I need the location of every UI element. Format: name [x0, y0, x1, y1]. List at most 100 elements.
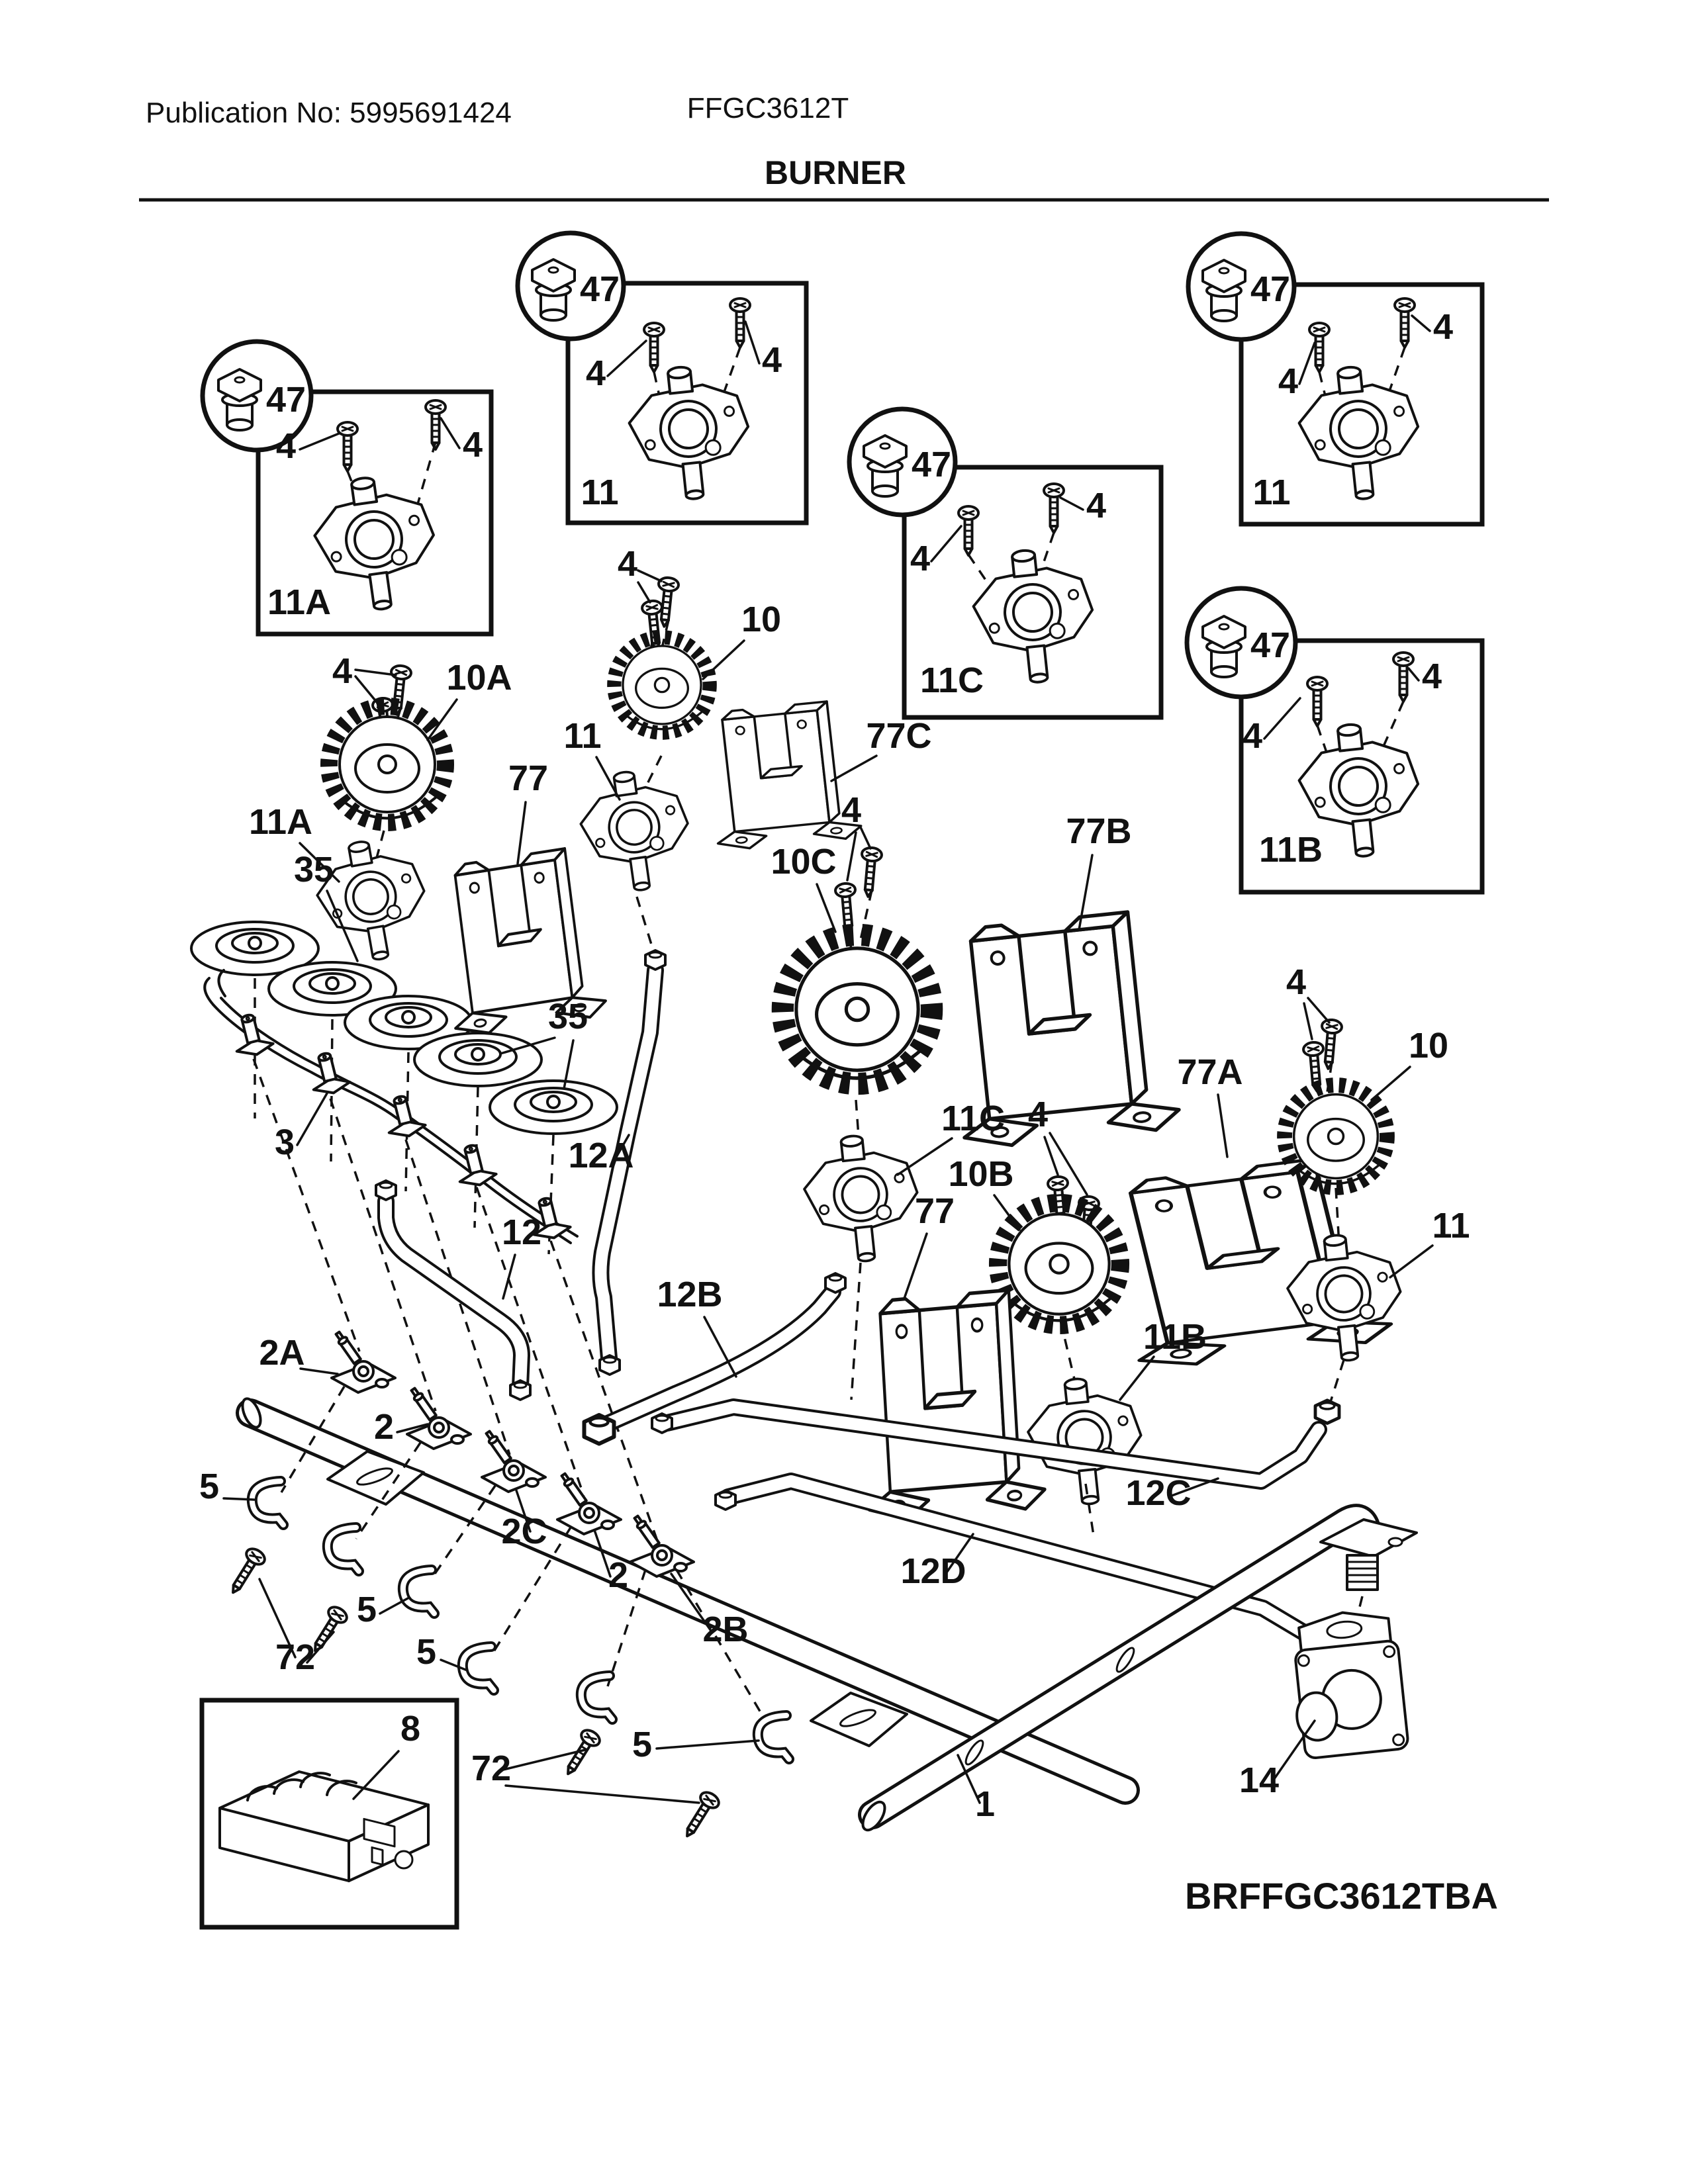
callout-11B: 11B	[1259, 830, 1323, 870]
callout-5: 5	[416, 1632, 436, 1672]
leader-line	[299, 1367, 339, 1375]
leader-line	[930, 525, 962, 563]
leader-line	[440, 417, 461, 449]
leader-line	[957, 1754, 981, 1804]
callout-2A: 2A	[259, 1333, 305, 1373]
callout-4: 4	[1086, 486, 1106, 525]
inset-box-11-left	[515, 230, 809, 525]
valve-2c	[481, 1428, 547, 1493]
leader-line	[306, 1631, 335, 1664]
leader-line	[703, 1316, 737, 1378]
callout-4: 4	[1028, 1095, 1048, 1134]
callout-4: 4	[1278, 361, 1298, 401]
leader-line	[1043, 1136, 1059, 1176]
inset-box-11c	[847, 406, 1164, 720]
burner-base-11c	[798, 1128, 925, 1268]
inset-box-11-right	[1186, 231, 1485, 527]
tube-12a	[592, 949, 667, 1376]
leader-line	[299, 432, 340, 451]
callout-10: 10	[1409, 1026, 1448, 1066]
callout-4: 4	[841, 790, 861, 830]
callout-10: 10	[741, 600, 781, 639]
callout-12A: 12A	[568, 1136, 633, 1175]
burner-assembly-center	[573, 575, 710, 954]
leader-line	[1271, 1719, 1316, 1783]
leader-line	[702, 639, 745, 680]
callout-10C: 10C	[771, 842, 836, 882]
page-title: BURNER	[765, 154, 906, 191]
leader-line	[637, 581, 651, 604]
leader-line	[1049, 1132, 1088, 1196]
header: Publication No: 5995691424 FFGC3612T BUR…	[139, 92, 1549, 202]
leader-line	[993, 1194, 1021, 1231]
callout-2B: 2B	[702, 1610, 748, 1649]
leader-line	[326, 889, 359, 962]
leader-line	[502, 1253, 516, 1300]
callout-11: 11	[1432, 1206, 1470, 1246]
inset-box-11b	[1184, 586, 1485, 895]
callout-77: 77	[508, 758, 548, 798]
burner-assembly-right	[1283, 1017, 1409, 1402]
callout-77B: 77B	[1066, 811, 1131, 851]
burner-head-10c	[782, 934, 931, 1083]
callout-3: 3	[275, 1122, 295, 1162]
leader-line	[354, 668, 397, 676]
callout-11: 11	[563, 716, 601, 756]
callout-11C: 11C	[941, 1099, 1005, 1138]
callout-5: 5	[357, 1590, 377, 1629]
leader-line	[744, 320, 761, 365]
callout-4: 4	[1433, 307, 1453, 347]
leader-line	[1389, 1244, 1434, 1279]
callout-72: 72	[471, 1749, 511, 1788]
leader-line	[945, 1533, 974, 1574]
callout-4: 4	[762, 340, 782, 380]
leader-line	[896, 1137, 953, 1176]
callout-47: 47	[912, 445, 951, 484]
callout-47: 47	[580, 269, 620, 309]
bracket-77c	[702, 698, 864, 853]
leader-line	[396, 1423, 429, 1433]
leader-line	[504, 1784, 700, 1804]
spark-module-8	[218, 1770, 430, 1882]
leader-line	[354, 675, 379, 704]
gas-valves	[280, 1329, 769, 1725]
callout-5: 5	[199, 1467, 219, 1506]
callout-2: 2	[374, 1407, 394, 1447]
leader-line	[1119, 1355, 1155, 1401]
callout-12: 12	[502, 1212, 541, 1252]
leader-line	[299, 842, 340, 883]
leader-line	[379, 1596, 410, 1615]
callout-12B: 12B	[657, 1275, 722, 1314]
burner-assembly-10b	[998, 1174, 1149, 1536]
pressure-regulator-14	[1294, 1518, 1418, 1760]
burner-base-11	[573, 763, 698, 899]
callout-2: 2	[608, 1555, 628, 1595]
callout-77C: 77C	[866, 716, 931, 756]
leader-line	[859, 826, 872, 850]
callout-47: 47	[1250, 269, 1290, 309]
valve-2b	[629, 1513, 695, 1578]
leader-line	[1298, 341, 1316, 385]
valve-2	[406, 1385, 472, 1450]
diagram-code: BRFFGC3612TBA	[1185, 1875, 1498, 1917]
callout-2C: 2C	[501, 1512, 547, 1551]
callout-12C: 12C	[1125, 1473, 1191, 1513]
leader-line	[606, 340, 647, 377]
leader-line	[846, 831, 857, 882]
callout-1: 1	[975, 1784, 995, 1824]
leader-line	[670, 1572, 712, 1632]
leader-line	[595, 756, 621, 801]
leader-line	[903, 1232, 928, 1300]
callout-11A: 11A	[267, 582, 331, 622]
leader-line	[502, 1749, 586, 1771]
callout-11C: 11C	[920, 660, 984, 700]
leader-line	[816, 883, 837, 933]
callout-8: 8	[400, 1709, 420, 1749]
leader-line	[1370, 1066, 1411, 1101]
callout-5: 5	[632, 1725, 652, 1764]
leader-line	[296, 1092, 328, 1146]
callout-4: 4	[586, 353, 606, 393]
burner-assembly-left	[308, 663, 445, 970]
tube-12b	[585, 1272, 847, 1444]
